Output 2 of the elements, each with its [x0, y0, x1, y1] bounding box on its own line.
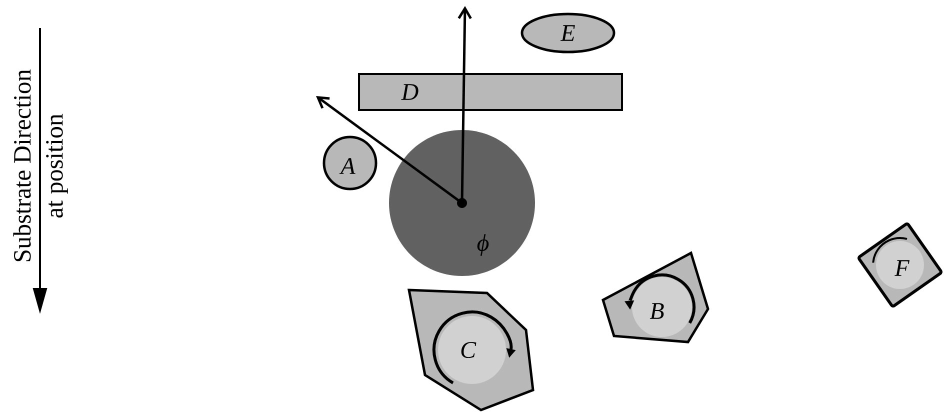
direction-label: Substrate Direction [13, 70, 31, 262]
direction-label: at position [46, 114, 68, 218]
